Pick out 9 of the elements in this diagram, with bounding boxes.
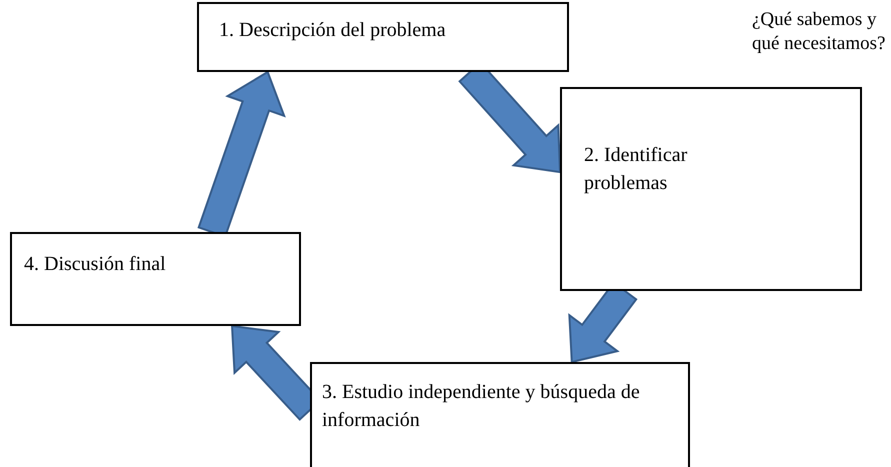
step-text: 4. Discusión final — [24, 252, 167, 277]
step-text: 1. Descripción del problema — [219, 18, 447, 43]
process-box — [197, 2, 569, 72]
process-box — [10, 232, 301, 326]
step-text: 2. Identificar problemas — [584, 143, 688, 196]
step-text: 3. Estudio independiente y búsqueda de información — [322, 380, 641, 433]
process-box — [310, 362, 690, 467]
question-note: ¿Qué sabemos y qué necesitamos? — [752, 8, 886, 56]
process-box — [560, 87, 862, 291]
